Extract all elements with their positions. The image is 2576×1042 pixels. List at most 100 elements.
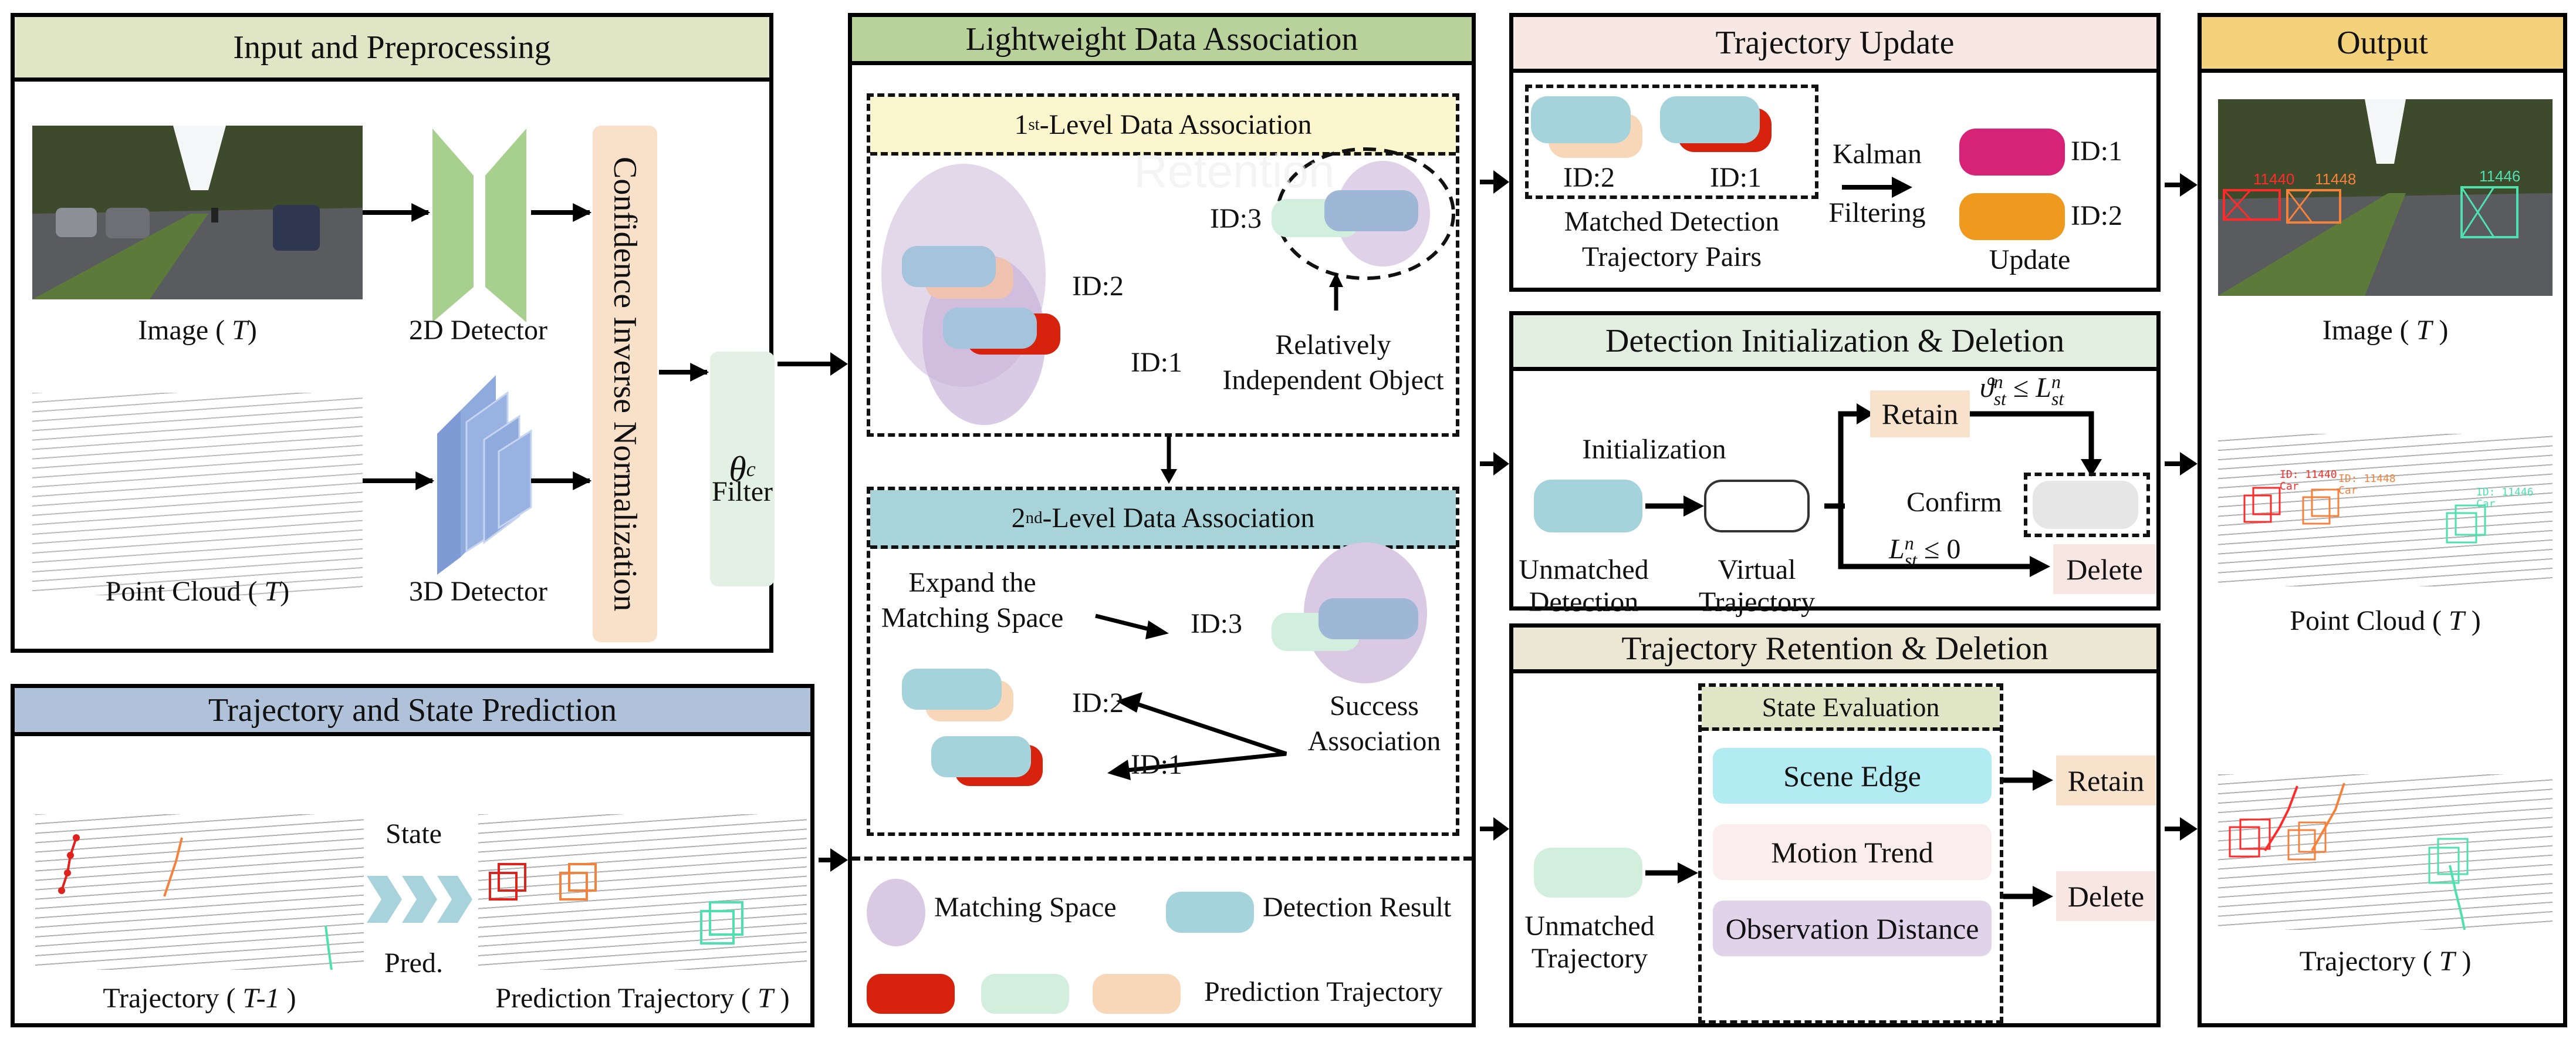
matched-pairs-cars (1531, 96, 1772, 158)
input-preprocessing-panel: Input and Preprocessing Image ( T) Point… (11, 13, 775, 653)
output-point-cloud-boxes: ID: 11440 Car ID: 11448 Car ID: 11446 Ca… (2243, 468, 2534, 544)
connector-init-to-output-head (2180, 452, 2198, 476)
legend-pred-red-swatch (867, 974, 955, 1014)
legend-divider (852, 856, 1472, 861)
filter-label: Filter (712, 476, 773, 507)
state-pred-label-bottom: Pred. (384, 947, 443, 979)
output-panel: Output 11440 11448 11446 Image ( T ) ID:… (2198, 13, 2567, 1027)
connector-retention-to-output-head (2180, 817, 2198, 841)
matched-pairs-box (1525, 85, 1818, 199)
unmatched-trajectory-line2: Trajectory (1531, 943, 1648, 974)
level1-id-1: ID:1 (1131, 347, 1182, 378)
level1-note-line2: Independent Object (1222, 365, 1444, 396)
confidence-normalization-block: Confidence Inverse Normalization (593, 126, 657, 642)
pc-tag-cyan: ID: 11446 (2476, 486, 2534, 498)
input-preprocessing-header: Input and Preprocessing (15, 17, 769, 82)
prediction-trajectory-boxes (489, 863, 743, 945)
criterion-motion-trend: Motion Trend (1713, 824, 1992, 880)
level1-note-line1: Relatively (1275, 329, 1391, 360)
connector-update-to-output-head (2180, 173, 2198, 197)
legend-pred-peach-swatch (1093, 974, 1181, 1014)
unmatched-trajectory-car (1534, 848, 1642, 898)
matched-pairs-label-2: Trajectory Pairs (1581, 241, 1762, 272)
output-image-label: Image ( T ) (2322, 315, 2449, 346)
state-evaluation-header: State Evaluation (1702, 687, 2000, 731)
detection-init-header: Detection Initialization & Deletion (1513, 315, 2156, 371)
detector-2d-label: 2D Detector (409, 315, 547, 346)
detection-init-title: Detection Initialization & Deletion (1605, 323, 2065, 359)
level2-id-2: ID:2 (1072, 687, 1124, 719)
updated-id-1: ID:1 (2071, 136, 2122, 167)
output-header: Output (2202, 17, 2563, 73)
trajectory-update-panel: Trajectory Update ID:2 ID:1 Matched Dete… (1509, 13, 2161, 292)
input-preprocessing-title: Input and Preprocessing (233, 29, 551, 66)
output-point-cloud-label: Point Cloud ( T ) (2290, 605, 2481, 636)
state-prediction-panel: Trajectory and State Prediction Trajecto… (11, 684, 814, 1027)
connector-assoc-to-retention-head (1493, 817, 1509, 841)
trajectory-t-minus-1-pointcloud (35, 814, 364, 970)
to-state-eval-arrow (1645, 862, 1698, 883)
output-road-scene: 11440 11448 11446 (2218, 99, 2553, 296)
input-point-cloud-label: Point Cloud ( T) (105, 576, 290, 607)
level2-scene (902, 542, 1427, 786)
connector-prediction-to-association-head (830, 848, 848, 872)
connector-assoc-to-update-head (1493, 170, 1509, 194)
init-retain-box: Retain (1870, 390, 1970, 437)
trajectory-update-title: Trajectory Update (1715, 25, 1955, 61)
input-camera-image (32, 126, 363, 299)
unmatched-trajectory-line1: Unmatched (1524, 911, 1655, 942)
virtual-trajectory-line1: Virtual (1718, 554, 1796, 585)
state-prediction-header: Trajectory and State Prediction (15, 688, 810, 736)
prediction-trajectory-pointcloud (478, 814, 807, 970)
legend-pred-mint-swatch (981, 974, 1069, 1014)
init-delete-box: Delete (2053, 544, 2156, 594)
state-evaluation-box (1698, 683, 2003, 1024)
trajectory-update-header: Trajectory Update (1513, 17, 2156, 73)
level1-scene: Retention (881, 145, 1455, 425)
kalman-label-1: Kalman (1833, 139, 1922, 170)
virtual-trajectory-car (1704, 480, 1810, 532)
level1-watermark: Retention (1134, 145, 1334, 197)
trajectory-retention-title: Trajectory Retention & Deletion (1621, 630, 2048, 667)
legend-matching-space-label: Matching Space (934, 892, 1117, 923)
input-point-cloud (32, 393, 363, 595)
matched-pairs-label-1: Matched Detection (1564, 206, 1780, 237)
output-track-id-cyan: 11446 (2479, 167, 2520, 185)
detector-3d-label: 3D Detector (409, 576, 547, 607)
trajectory-t-minus-1-label: Trajectory ( T-1 ) (103, 983, 296, 1014)
pc-class-orange: Car (2338, 484, 2358, 497)
unmatched-detection-line1: Unmatched (1519, 554, 1649, 585)
unmatched-detection-line2: Detection (1529, 586, 1639, 618)
level1-association-box (867, 93, 1459, 437)
level1-id-2: ID:2 (1072, 271, 1124, 302)
level2-expand-line1: Expand the (908, 567, 1036, 598)
trajectory-retention-panel: Trajectory Retention & Deletion Unmatche… (1509, 623, 2161, 1027)
matched-pair-id-1: ID:1 (1710, 162, 1762, 193)
state-prediction-title: Trajectory and State Prediction (208, 692, 617, 729)
criterion-observation-distance: Observation Distance (1713, 901, 1992, 956)
pc-tag-red: ID: 11440 (2280, 468, 2337, 481)
level2-success-line2: Association (1307, 726, 1441, 757)
level2-id-3: ID:3 (1191, 608, 1242, 639)
legend-matching-space-swatch (867, 879, 925, 946)
input-image-label: Image ( T) (138, 315, 257, 346)
state-pred-label-top: State (386, 818, 442, 849)
update-label: Update (1989, 244, 2071, 275)
detection-init-panel: Detection Initialization & Deletion Init… (1509, 311, 2161, 618)
legend-detection-label: Detection Result (1263, 892, 1452, 923)
output-track-id-orange: 11448 (2315, 170, 2356, 188)
output-track-id-red: 11440 (2253, 170, 2294, 188)
level1-id-3: ID:3 (1210, 203, 1262, 234)
init-branch-arrows (1824, 403, 2102, 577)
updated-id-2: ID:2 (2071, 200, 2122, 231)
kalman-arrow (1842, 177, 1912, 198)
road-scene-illustration (32, 126, 363, 299)
input-arrows (363, 203, 709, 490)
confidence-normalization-label: Confidence Inverse Normalization (607, 156, 643, 612)
virtual-trajectory-line2: Trajectory (1698, 586, 1816, 618)
